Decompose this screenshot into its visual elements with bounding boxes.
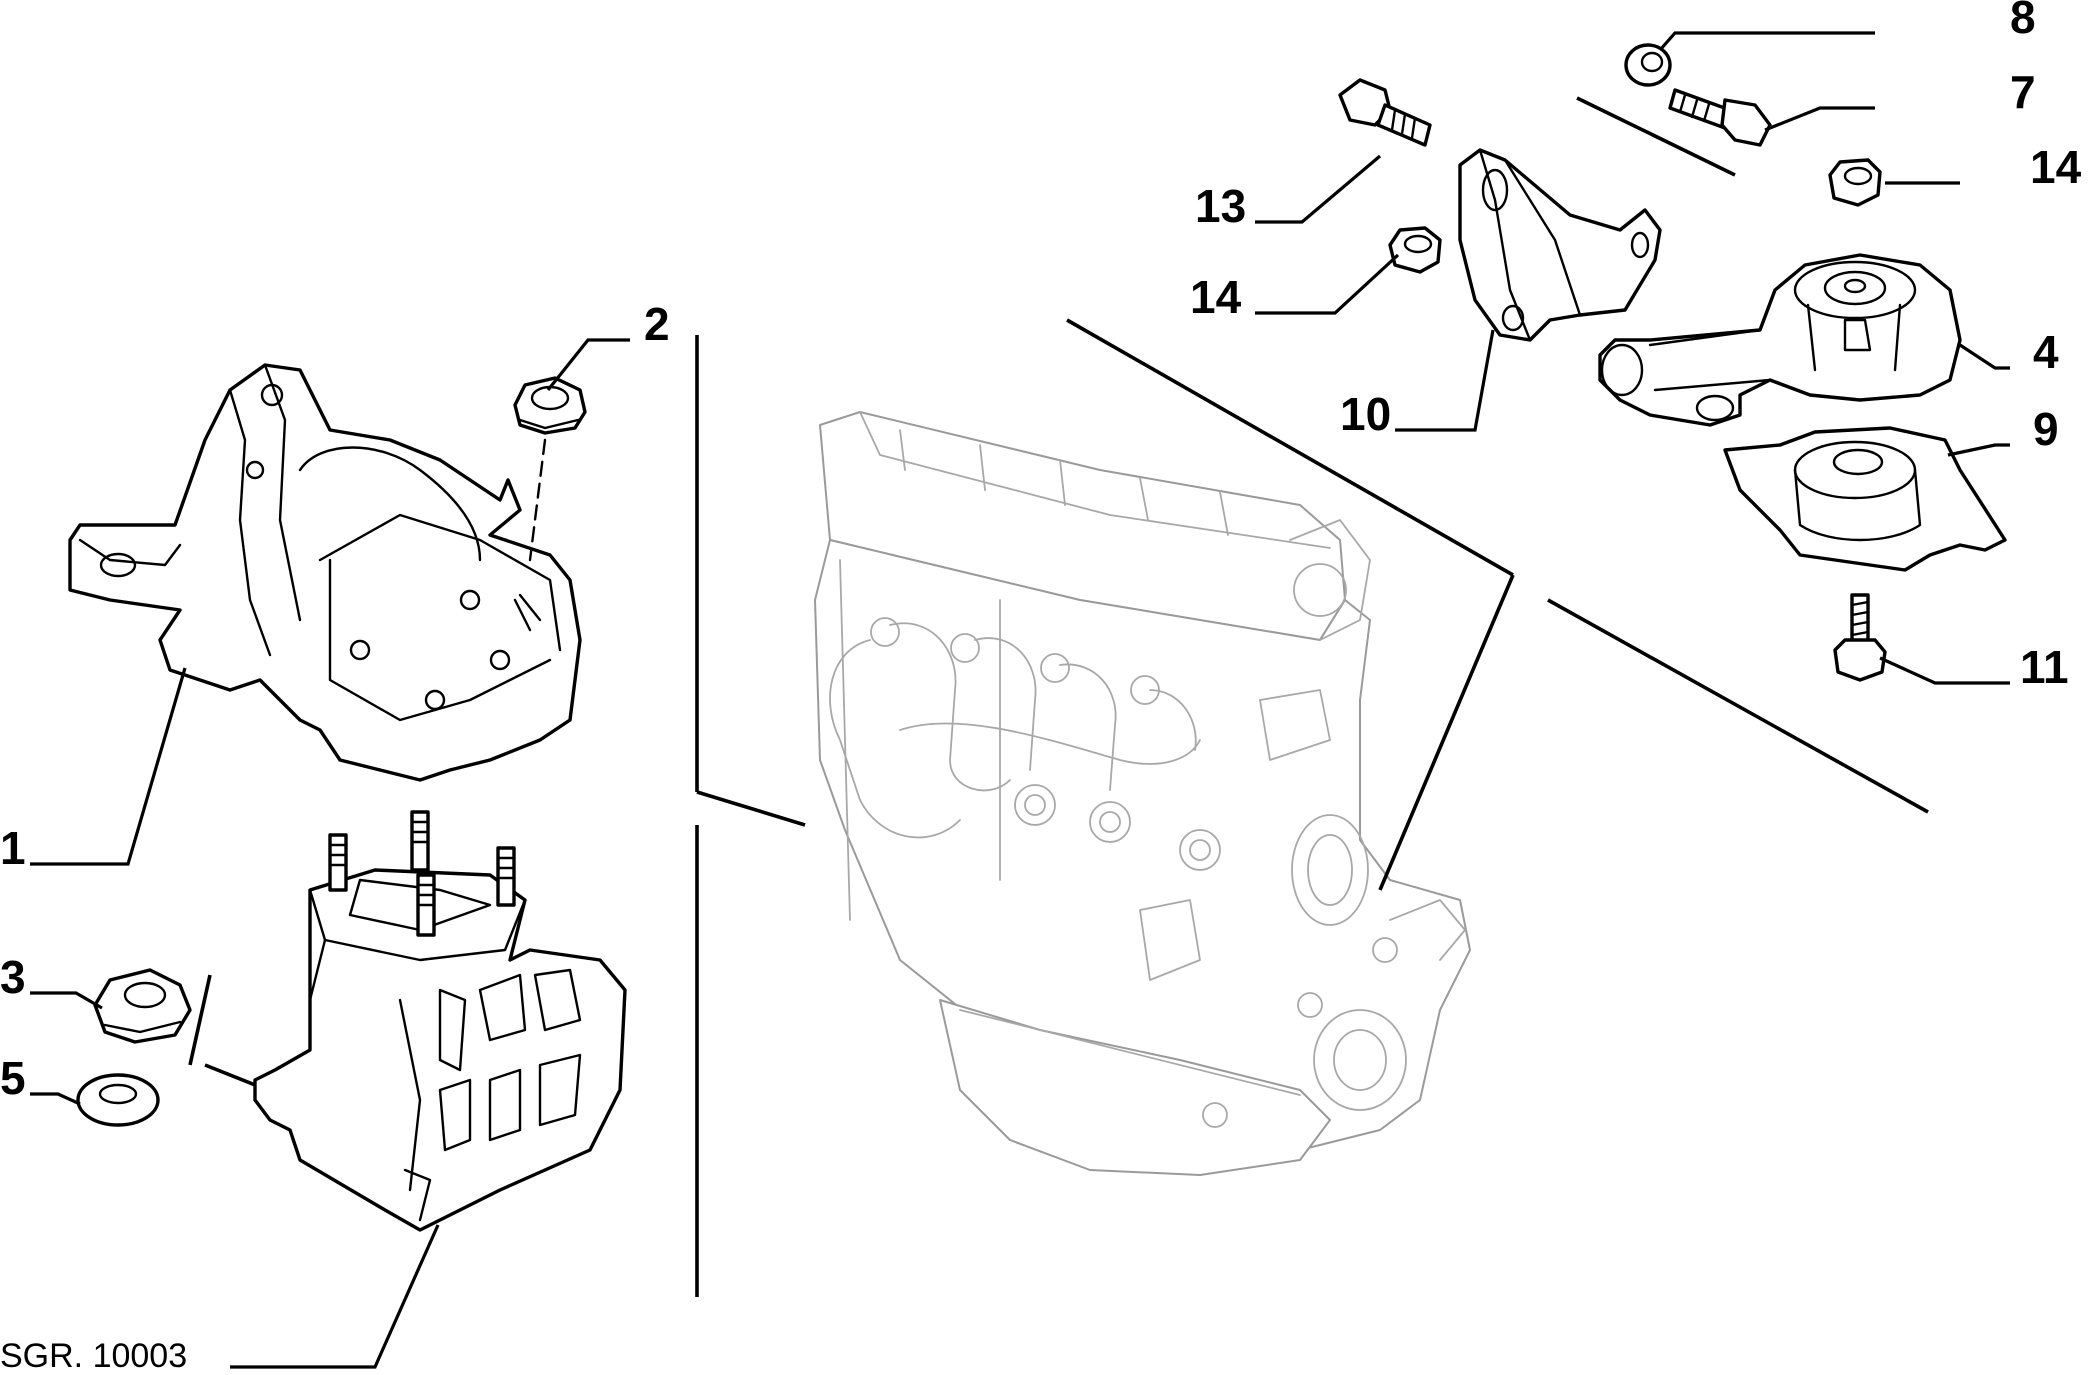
part-4-torque-rod — [1598, 253, 1962, 427]
part-8-washer — [1624, 43, 1672, 87]
callout-7: 7 — [2010, 66, 2036, 118]
leader-lines — [30, 31, 2010, 1369]
frame-lines — [188, 96, 1929, 1297]
part-1-engine-mount — [68, 363, 582, 782]
callout-11: 11 — [2020, 641, 2069, 693]
part-14-nut-right — [1828, 158, 1882, 207]
part-10-bracket — [1458, 148, 1662, 342]
callout-5: 5 — [0, 1052, 26, 1104]
part-11-bolt — [1833, 593, 1887, 682]
callout-14-right: 14 — [2030, 141, 2082, 193]
callout-13: 13 — [1195, 180, 1246, 232]
reference-code: SGR. 10003 — [0, 1337, 187, 1375]
callout-8: 8 — [2010, 0, 2036, 43]
callout-4: 4 — [2033, 326, 2059, 378]
part-14-nut-left — [1388, 226, 1442, 274]
part-9-mount-pad — [1723, 426, 2007, 572]
part-5-washer — [76, 1073, 160, 1127]
part-2-nut — [513, 376, 587, 562]
lower-bracket — [253, 810, 627, 1232]
callout-2: 2 — [644, 298, 670, 350]
part-7-bolt — [1668, 88, 1772, 147]
part-3-flange-nut — [93, 968, 192, 1044]
engine-block-drawing — [814, 411, 1471, 1176]
callout-3: 3 — [0, 951, 26, 1003]
callout-1: 1 — [0, 822, 26, 874]
callout-9: 9 — [2033, 403, 2059, 455]
callout-10: 10 — [1340, 388, 1391, 440]
callout-14-left: 14 — [1190, 271, 1242, 323]
part-13-bolt — [1338, 78, 1432, 147]
